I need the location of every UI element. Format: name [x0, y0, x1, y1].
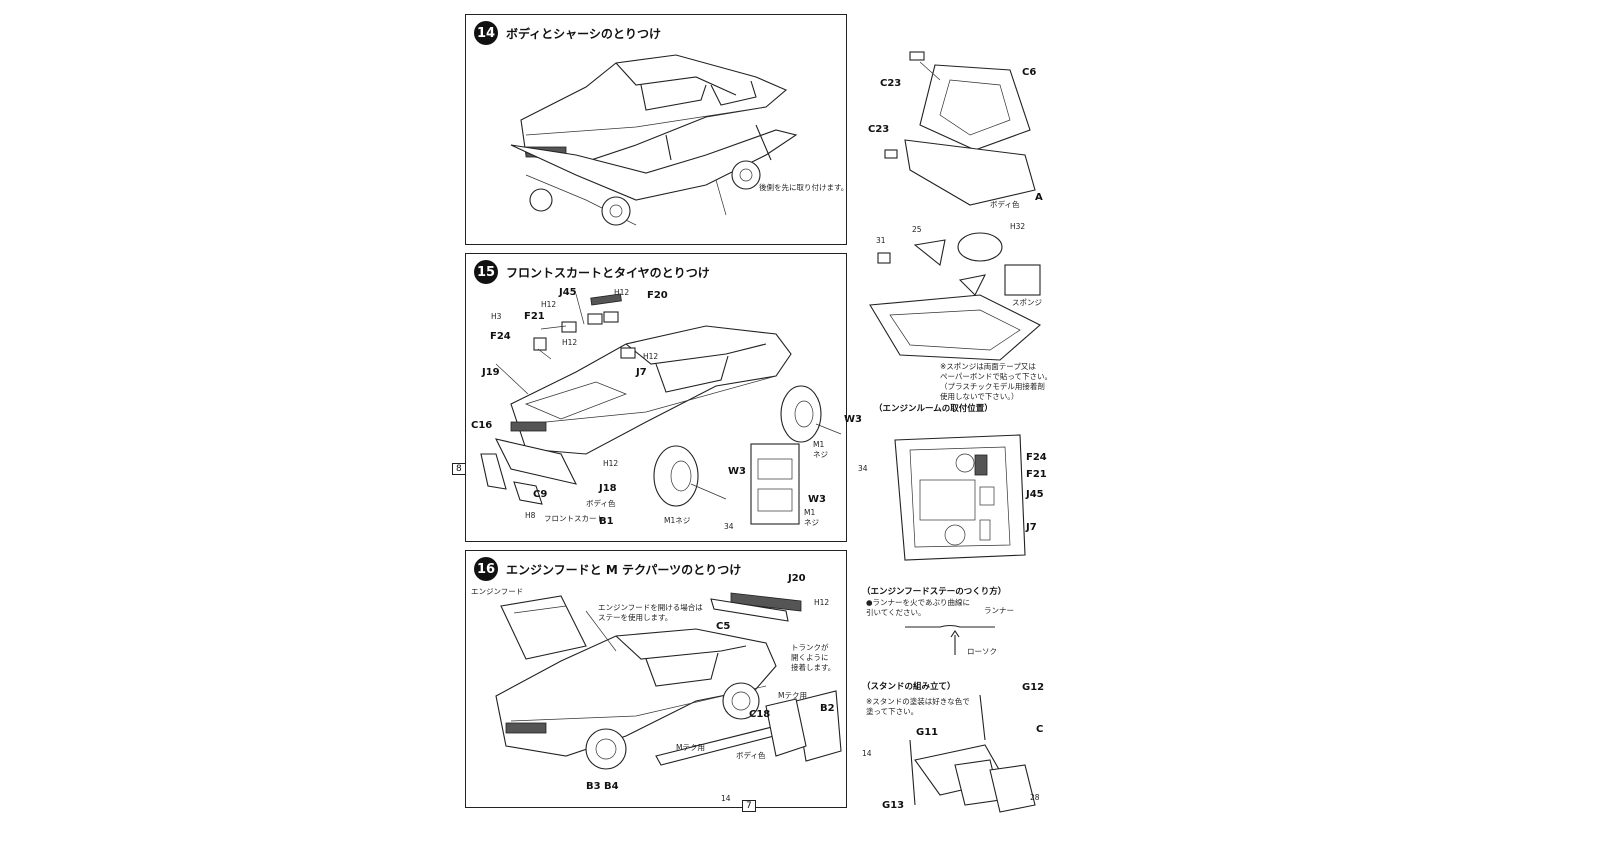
- label-c23: C23: [868, 124, 890, 135]
- label-w3: W3: [808, 494, 826, 505]
- label-h12: H12: [643, 352, 659, 361]
- label-h8: H8: [525, 511, 536, 520]
- label-f21: F21: [524, 311, 545, 322]
- label-front-skirt: フロントスカート: [544, 514, 604, 523]
- step-14-header: 14 ボディとシャーシのとりつけ: [474, 21, 661, 45]
- label-m1: M1: [804, 508, 816, 517]
- label-f20: F20: [647, 290, 668, 301]
- label-m1: M1: [813, 440, 825, 449]
- step-title: エンジンフードと M テクパーツのとりつけ: [506, 562, 742, 577]
- label-m1-screw: M1ネジ: [664, 516, 691, 525]
- hood-inner-drawing: [884, 51, 1036, 206]
- label-c18: C18: [749, 709, 771, 720]
- side-marker: 8: [452, 463, 466, 475]
- label-engine-hood: エンジンフード: [471, 587, 524, 596]
- label-w3: W3: [728, 466, 746, 477]
- label-candle: ローソク: [967, 647, 997, 656]
- hood-stay-title: （エンジンフードステーのつくり方）: [862, 587, 1007, 597]
- label-b3-b4: B3 B4: [586, 781, 619, 792]
- front-skirt-tire-drawing: [480, 293, 842, 525]
- step-16-header: 16 エンジンフードと M テクパーツのとりつけ: [474, 557, 741, 581]
- label-h12: H12: [541, 300, 557, 309]
- sponge-drawing: [869, 232, 1041, 361]
- label-screw: ネジ: [804, 518, 819, 527]
- engine-room-drawing: [894, 434, 1026, 561]
- label-g11: G11: [916, 727, 939, 738]
- label-f24: F24: [490, 331, 511, 342]
- label-f24: F24: [1026, 452, 1047, 463]
- label-g12: G12: [1022, 682, 1045, 693]
- hood-stay-note: エンジンフードを開ける場合は ステーを使用します。: [598, 603, 703, 622]
- step-title: ボディとシャーシのとりつけ: [506, 26, 662, 41]
- hood-mtech-drawing: [495, 592, 842, 770]
- label-body-color: ボディ色: [990, 200, 1020, 209]
- step-15-panel: 15 フロントスカートとタイヤのとりつけ: [465, 253, 868, 542]
- label-f21: F21: [1026, 469, 1047, 480]
- label-screw: ネジ: [813, 450, 828, 459]
- paint-mark-14: 14: [721, 794, 731, 803]
- stand-drawing: [909, 694, 1036, 813]
- stand-note: ※スタンドの塗装は好きな色で 塗って下さい。: [866, 697, 970, 716]
- label-j7: J7: [1026, 522, 1037, 533]
- step-number: 16: [474, 557, 498, 581]
- hood-stay-note: ●ランナーを火であぶり曲線に 引いてください。: [866, 598, 970, 617]
- label-h12: H12: [614, 288, 630, 297]
- label-c23: C23: [880, 78, 902, 89]
- sponge-note: ※スポンジは両面テープ又は ペーパーボンドで貼って下さい。 （プラスチックモデル…: [940, 362, 1053, 401]
- label-h12: H12: [562, 338, 578, 347]
- label-c16: C16: [471, 420, 493, 431]
- label-j7: J7: [636, 367, 647, 378]
- label-c5: C5: [716, 621, 731, 632]
- label-j20: J20: [788, 573, 806, 584]
- label-j45: J45: [1026, 489, 1044, 500]
- label-mtech: Mテク用: [676, 743, 705, 752]
- paint-mark-34: 34: [724, 522, 734, 531]
- label-w3: W3: [844, 414, 862, 425]
- label-b2: B2: [820, 703, 835, 714]
- paint-mark-25: 25: [912, 225, 922, 234]
- label-h32: H32: [1010, 222, 1026, 231]
- trunk-note: トランクが 開くように 接着します。: [791, 643, 836, 672]
- label-a: A: [1035, 192, 1043, 203]
- label-c: C: [1036, 724, 1044, 735]
- label-sponge: スポンジ: [1012, 298, 1042, 307]
- step-number: 14: [474, 21, 498, 45]
- runner-bend-drawing: [905, 624, 995, 655]
- body-chassis-drawing: [510, 54, 798, 226]
- label-c9: C9: [533, 489, 548, 500]
- label-c6: C6: [1022, 67, 1037, 78]
- label-body-color: ボディ色: [736, 751, 766, 760]
- label-runner: ランナー: [984, 606, 1014, 615]
- step-number: 15: [474, 260, 498, 284]
- label-mtech: Mテク用: [778, 691, 807, 700]
- label-j18: J18: [599, 483, 617, 494]
- paint-mark-14: 14: [862, 749, 872, 758]
- label-j45: J45: [559, 287, 577, 298]
- label-j19: J19: [482, 367, 500, 378]
- step-14-panel: 14 ボディとシャーシのとりつけ 後側を先に取り付けます: [465, 14, 849, 245]
- paint-mark-34: 34: [858, 464, 868, 473]
- page-number: 7: [742, 800, 756, 812]
- label-g13: G13: [882, 800, 905, 811]
- label-h3: H3: [491, 312, 502, 321]
- label-body-color: ボディ色: [586, 499, 616, 508]
- engine-room-title: （エンジンルームの取付位置）: [874, 404, 993, 414]
- step-15-header: 15 フロントスカートとタイヤのとりつけ: [474, 260, 710, 284]
- label-b1: B1: [599, 516, 614, 527]
- step-16-panel: 16 エンジンフードと M テクパーツのとりつけ: [465, 550, 872, 808]
- stand-title: （スタンドの組み立て）: [862, 682, 956, 692]
- rear-first-note: 後側を先に取り付けます。: [759, 183, 849, 192]
- step-title: フロントスカートとタイヤのとりつけ: [506, 265, 710, 280]
- label-h12: H12: [603, 459, 619, 468]
- paint-mark-28: 28: [1030, 793, 1040, 802]
- label-h12: H12: [814, 598, 830, 607]
- paint-mark-31: 31: [876, 236, 886, 245]
